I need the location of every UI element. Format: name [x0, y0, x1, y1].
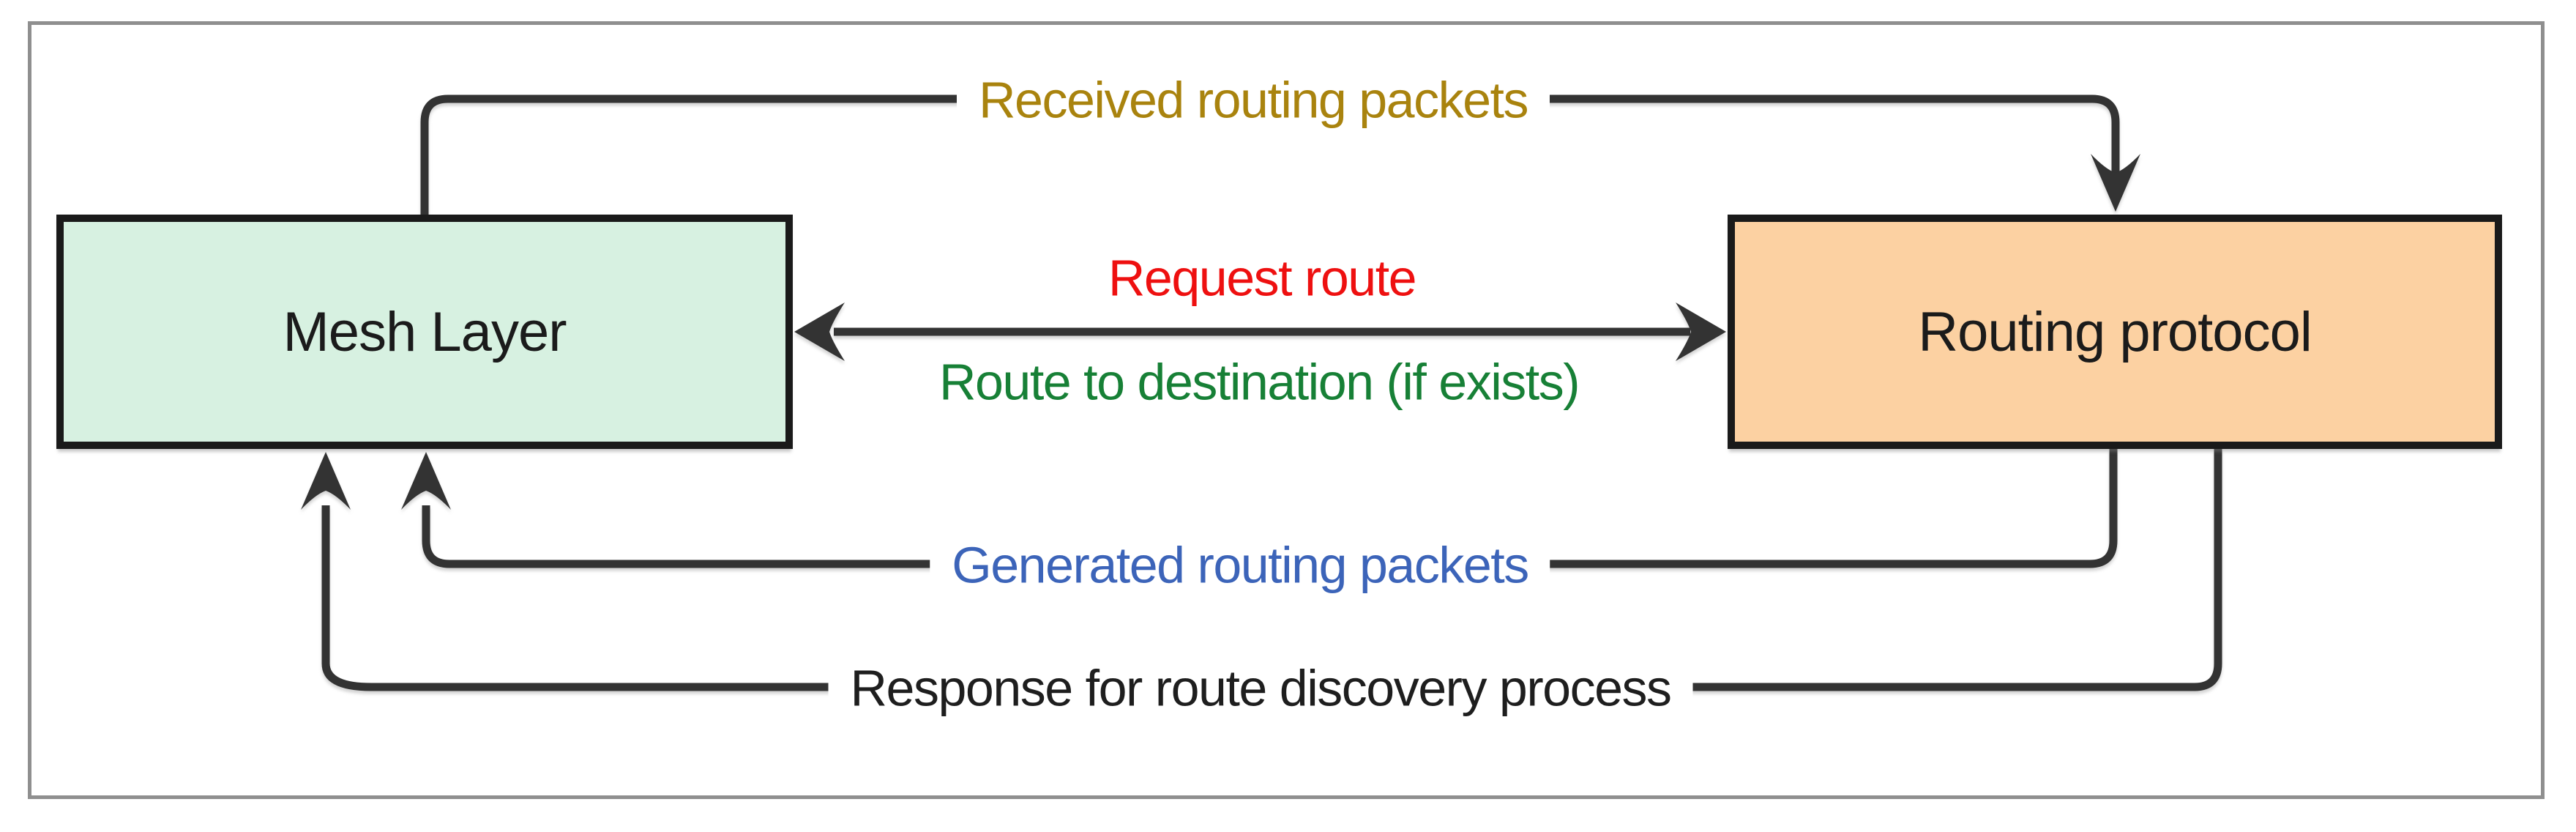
edge-label-received-routing-packets: Received routing packets [957, 73, 1550, 127]
request-arrowhead-left-icon [794, 302, 845, 361]
node-routing-protocol-label: Routing protocol [1918, 300, 2312, 363]
edge-label-response-route-discovery: Response for route discovery process [828, 661, 1693, 716]
edge-label-generated-routing-packets: Generated routing packets [930, 538, 1550, 593]
node-routing-protocol: Routing protocol [1728, 215, 2502, 449]
edge-label-request-route: Request route [1108, 249, 1417, 307]
edge-label-route-to-destination: Route to destination (if exists) [938, 353, 1580, 411]
response-edge-path [321, 449, 2222, 691]
node-mesh-layer: Mesh Layer [56, 215, 793, 449]
node-mesh-layer-label: Mesh Layer [283, 300, 567, 363]
response-arrowhead-up-icon [301, 452, 351, 510]
request-arrowhead-right-icon [1676, 302, 1726, 361]
generated-arrowhead-up-icon [401, 452, 451, 510]
diagram-outer-frame [28, 21, 2545, 799]
received-arrowhead-down-icon [2091, 154, 2140, 212]
